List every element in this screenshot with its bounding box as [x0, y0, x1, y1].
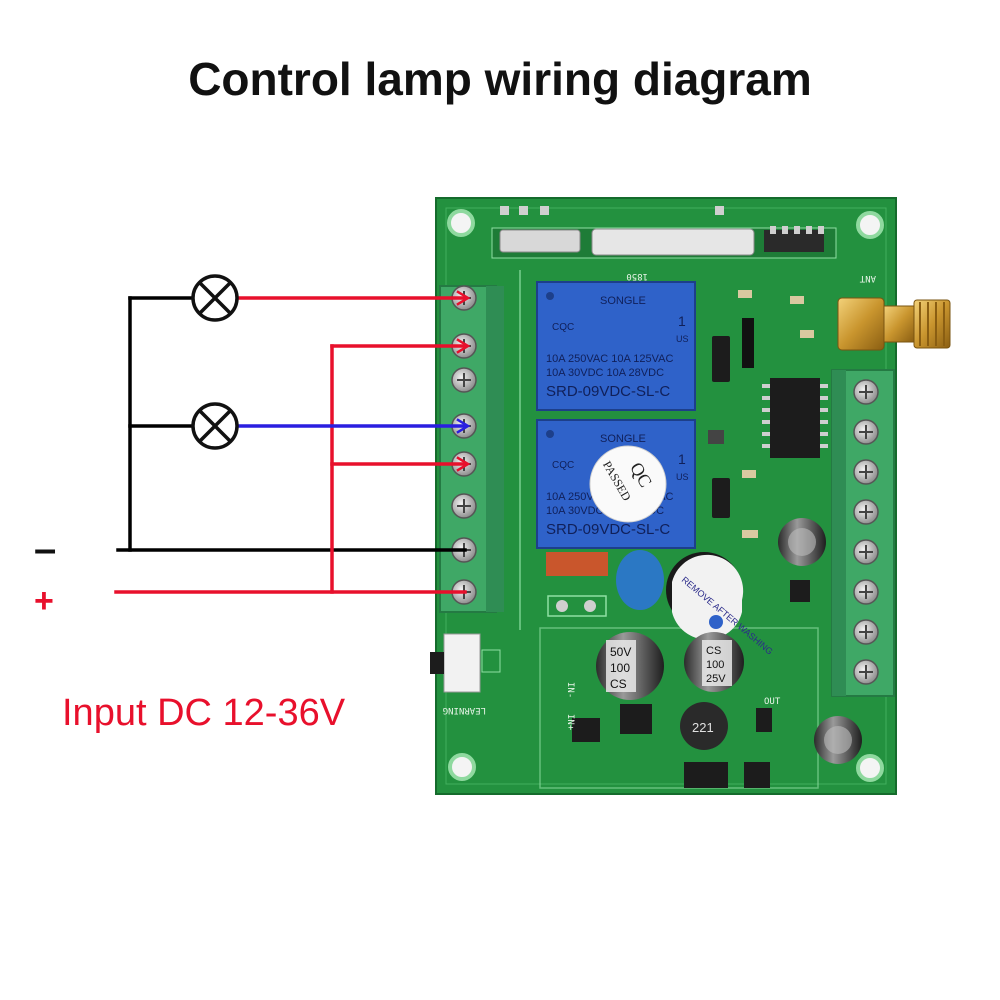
cap50-voltage: 50V: [610, 645, 631, 659]
mounting-hole: [856, 754, 884, 782]
mounting-hole: [447, 209, 475, 237]
pcb-board: 1850 ANT SONGLE CQC 1 US 10A 250VAC 10A …: [430, 197, 951, 795]
cap25-cs: CS: [706, 645, 721, 657]
in-minus-label: IN-: [565, 682, 575, 698]
screw-terminal-icon: [451, 367, 477, 393]
lamp-icon: [191, 274, 239, 322]
relay-1: SONGLE CQC 1 US 10A 250VAC 10A 125VAC 10…: [536, 281, 696, 411]
positive-sign: +: [34, 582, 54, 620]
screw-terminal-icon: [853, 419, 879, 445]
relay-model: SRD-09VDC-SL-C: [546, 383, 670, 400]
relay-rating-1: 10A 250VAC 10A 125VAC: [546, 353, 673, 365]
negative-sign: –: [34, 527, 56, 571]
inductor-label: 221: [692, 720, 714, 735]
relay-cert: CQC: [552, 460, 574, 471]
relay-cert-number: 1: [678, 313, 686, 329]
screw-terminal-icon: [853, 659, 879, 685]
screw-terminal-icon: [451, 493, 477, 519]
qc-passed-sticker: QC PASSED: [589, 445, 667, 523]
disc-capacitor: [616, 550, 664, 610]
mounting-hole: [448, 753, 476, 781]
mounting-hole: [856, 211, 884, 239]
antenna-connector-icon: [837, 297, 951, 351]
screw-terminal-icon: [853, 379, 879, 405]
relay-rating-2: 10A 30VDC 10A 28VDC: [546, 367, 664, 379]
board-code-label: 1850: [626, 271, 648, 281]
screw-terminal-icon: [853, 619, 879, 645]
relay-cert: CQC: [552, 322, 574, 333]
capacitor-25v: CS 100 25V: [684, 632, 744, 692]
wires: [114, 290, 471, 594]
relay-brand: SONGLE: [600, 433, 646, 445]
screw-terminal-icon: [853, 459, 879, 485]
lamp-icon: [191, 402, 239, 450]
fuse: [546, 552, 608, 576]
learning-label: LEARNING: [443, 705, 486, 715]
capacitor-small: [778, 518, 826, 566]
ant-label: ANT: [859, 273, 876, 283]
capacitor-small: [814, 716, 862, 764]
relay-model: SRD-09VDC-SL-C: [546, 521, 670, 538]
ic-chip: [762, 378, 828, 458]
terminal-block-right: [831, 369, 895, 697]
out-label: OUT: [764, 697, 781, 707]
smd-components: [708, 290, 814, 602]
cap50-value: 100: [610, 661, 630, 675]
relay-cert-number: 1: [678, 451, 686, 467]
cap50-cs: CS: [610, 677, 627, 691]
jumper-connector: [547, 595, 607, 617]
terminal-block-left: [439, 285, 504, 613]
learning-button[interactable]: [430, 633, 501, 693]
terminal-screws-right: [853, 379, 879, 685]
relay-cert-us: US: [676, 334, 689, 344]
power-ics: [572, 704, 772, 788]
input-voltage-label: Input DC 12-36V: [62, 692, 346, 734]
inductor: 221: [680, 702, 728, 750]
cap25-voltage: 25V: [706, 673, 726, 685]
diagram-title: Control lamp wiring diagram: [188, 53, 812, 105]
screw-terminal-icon: [853, 579, 879, 605]
rf-receiver-module: [491, 206, 837, 259]
relay-brand: SONGLE: [600, 295, 646, 307]
relay-cert-us: US: [676, 472, 689, 482]
capacitor-50v: 50V 100 CS: [596, 632, 664, 700]
screw-terminal-icon: [853, 539, 879, 565]
cap25-value: 100: [706, 659, 724, 671]
in-plus-label: IN+: [565, 714, 575, 731]
screw-terminal-icon: [853, 499, 879, 525]
